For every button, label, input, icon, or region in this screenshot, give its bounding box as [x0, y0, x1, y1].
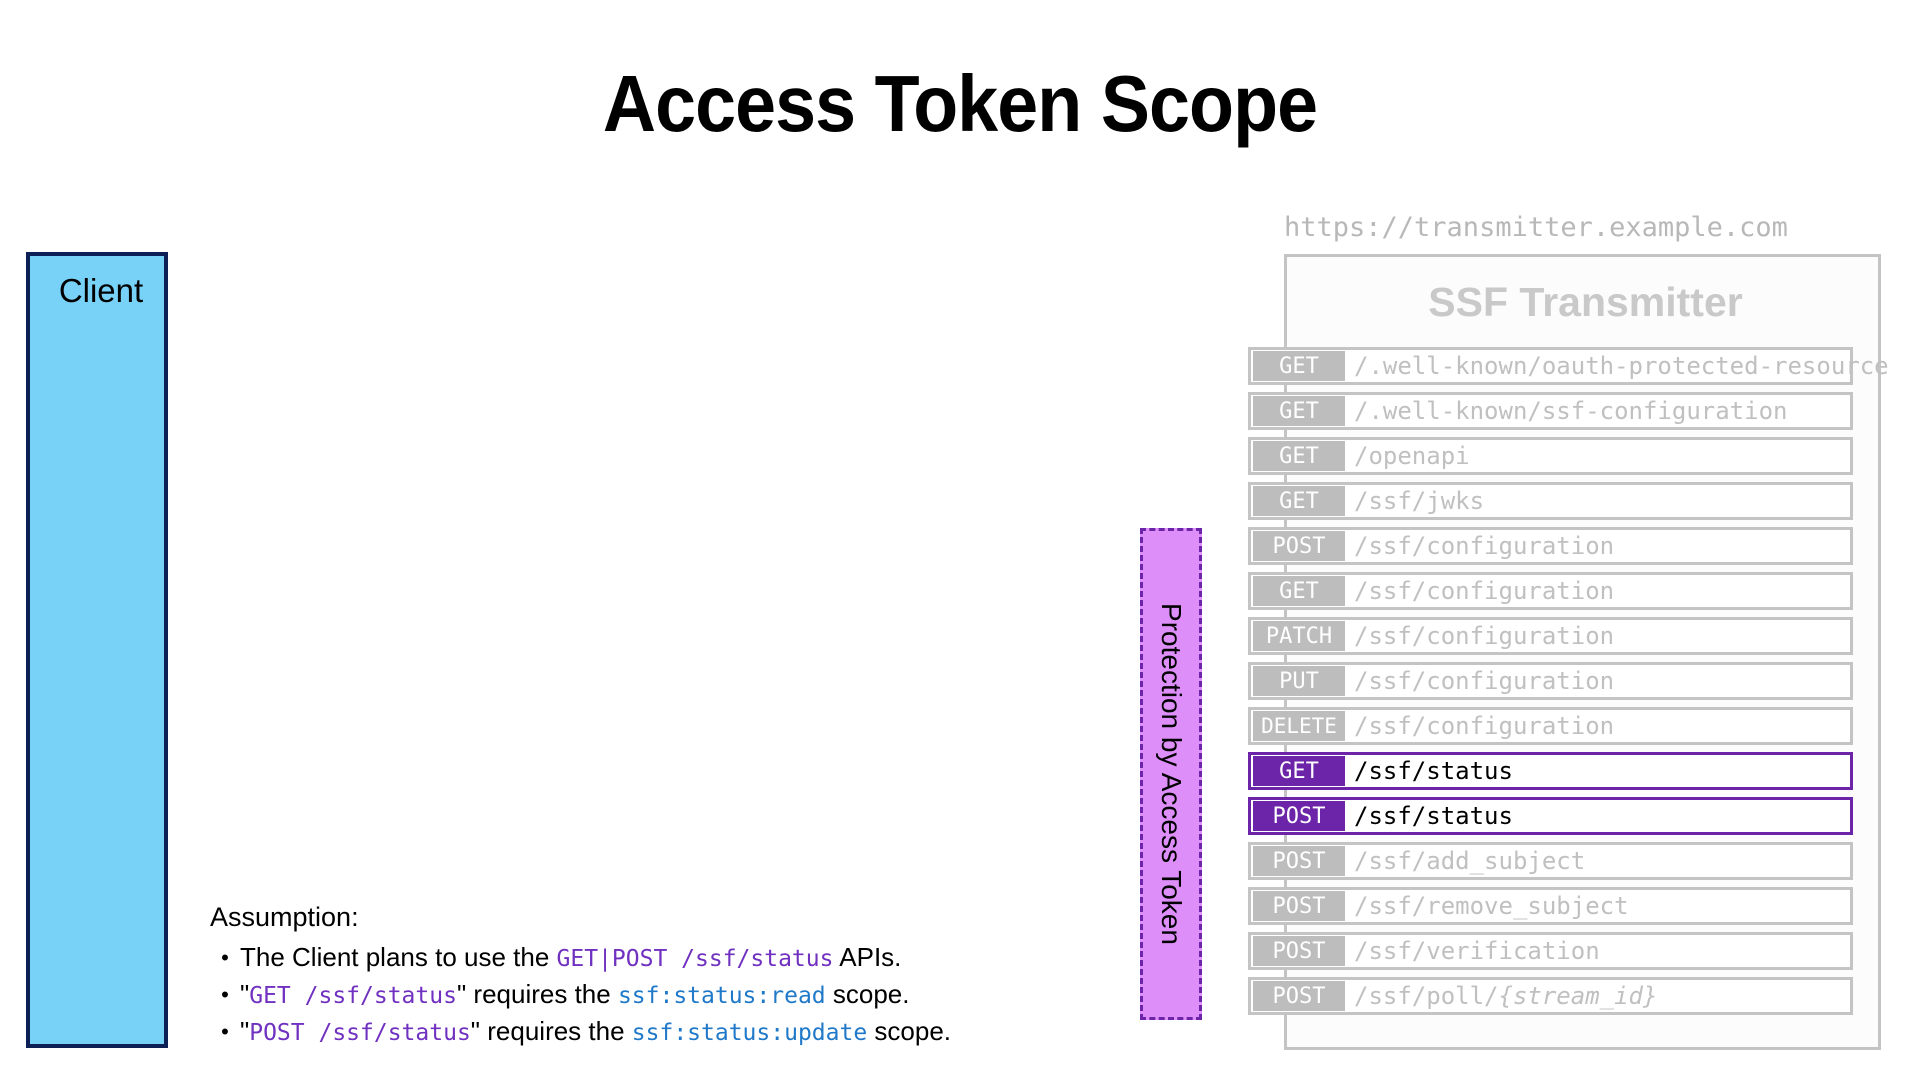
endpoint-path: /openapi: [1354, 442, 1470, 470]
endpoint-path: /ssf/poll/{stream_id}: [1354, 982, 1658, 1010]
assumption-item: • "POST /ssf/status" requires the ssf:sta…: [210, 1014, 1090, 1051]
endpoint-row[interactable]: GET/openapi: [1248, 437, 1853, 475]
endpoint-row[interactable]: PUT/ssf/configuration: [1248, 662, 1853, 700]
endpoint-method-badge: POST: [1253, 801, 1345, 831]
transmitter-title: SSF Transmitter: [1428, 279, 1743, 325]
assumption-text-part: ssf:status:update: [631, 1020, 868, 1046]
transmitter-url-label: https://transmitter.example.com: [1284, 212, 1788, 243]
assumption-text-part: POST /ssf/status: [249, 1020, 471, 1046]
endpoint-path: /ssf/add_subject: [1354, 847, 1586, 875]
assumption-text-part: ": [240, 979, 250, 1009]
endpoint-method-badge: GET: [1253, 486, 1345, 516]
endpoint-row[interactable]: POST/ssf/verification: [1248, 932, 1853, 970]
endpoint-row[interactable]: DELETE/ssf/configuration: [1248, 707, 1853, 745]
endpoint-path: /ssf/configuration: [1354, 622, 1615, 650]
assumption-item-text: The Client plans to use the GET|POST /ss…: [240, 940, 901, 977]
endpoint-method-badge: POST: [1253, 936, 1345, 966]
assumption-text-part: APIs.: [833, 942, 902, 972]
assumption-item: • "GET /ssf/status" requires the ssf:stat…: [210, 977, 1090, 1014]
bullet-icon: •: [221, 982, 229, 1007]
assumption-item-text: "GET /ssf/status" requires the ssf:statu…: [240, 977, 909, 1014]
endpoint-path: /.well-known/ssf-configuration: [1354, 397, 1788, 425]
assumption-item: • The Client plans to use the GET|POST /s…: [210, 940, 1090, 977]
endpoint-list: GET /.well-known/oauth-protected-resource…: [1248, 347, 1889, 1022]
endpoint-method-badge: PUT: [1253, 666, 1345, 696]
endpoint-method-badge: POST: [1253, 531, 1345, 561]
endpoint-path: /ssf/configuration: [1354, 532, 1615, 560]
assumption-text-part: scope.: [825, 979, 910, 1009]
endpoint-path: /ssf/verification: [1354, 937, 1600, 965]
endpoint-method-badge: GET: [1253, 396, 1345, 426]
assumption-list: • The Client plans to use the GET|POST /s…: [210, 940, 1090, 1051]
endpoint-path-parameter: {stream_id}: [1498, 982, 1658, 1010]
assumption-text-part: The Client plans to use the: [240, 942, 557, 972]
assumption-text-part: GET /ssf/status: [249, 983, 457, 1009]
endpoint-path: /ssf/configuration: [1354, 712, 1615, 740]
endpoint-row[interactable]: PATCH/ssf/configuration: [1248, 617, 1853, 655]
assumption-item-text: "POST /ssf/status" requires the ssf:stat…: [240, 1014, 951, 1051]
client-box: Client: [26, 252, 168, 1048]
assumption-block: Assumption: • The Client plans to use the…: [210, 900, 1090, 1051]
endpoint-row[interactable]: POST/ssf/remove_subject: [1248, 887, 1853, 925]
endpoint-row[interactable]: POST/ssf/status: [1248, 797, 1853, 835]
assumption-text-part: scope.: [867, 1016, 952, 1046]
endpoint-path: /.well-known/oauth-protected-resource: [1354, 352, 1889, 380]
client-label: Client: [58, 272, 144, 309]
endpoint-method-badge: DELETE: [1253, 711, 1345, 741]
endpoint-row[interactable]: GET/ssf/jwks: [1248, 482, 1853, 520]
endpoint-path: /ssf/remove_subject: [1354, 892, 1629, 920]
assumption-text-part: " requires the: [456, 979, 618, 1009]
endpoint-row[interactable]: POST/ssf/add_subject: [1248, 842, 1853, 880]
endpoint-method-badge: POST: [1253, 891, 1345, 921]
assumption-heading: Assumption:: [210, 902, 359, 932]
endpoint-path: /ssf/status: [1354, 757, 1513, 785]
endpoint-method-badge: GET: [1253, 351, 1345, 381]
page-title: Access Token Scope: [602, 59, 1318, 148]
assumption-text-part: ssf:status:read: [617, 983, 826, 1009]
assumption-text-part: " requires the: [470, 1016, 632, 1046]
endpoint-row[interactable]: POST/ssf/poll/{stream_id}: [1248, 977, 1853, 1015]
protection-by-access-token-bar: Protection by Access Token: [1140, 528, 1202, 1020]
endpoint-row[interactable]: GET /.well-known/ssf-configuration: [1248, 392, 1853, 430]
endpoint-row[interactable]: POST/ssf/configuration: [1248, 527, 1853, 565]
endpoint-method-badge: POST: [1253, 846, 1345, 876]
endpoint-row[interactable]: GET/ssf/status: [1248, 752, 1853, 790]
endpoint-row[interactable]: GET/ssf/configuration: [1248, 572, 1853, 610]
bullet-icon: •: [221, 945, 229, 970]
endpoint-method-badge: GET: [1253, 441, 1345, 471]
endpoint-path: /ssf/configuration: [1354, 667, 1615, 695]
endpoint-method-badge: POST: [1253, 981, 1345, 1011]
endpoint-path: /ssf/status: [1354, 802, 1513, 830]
assumption-text-part: GET|POST /ssf/status: [556, 946, 834, 972]
endpoint-row[interactable]: GET /.well-known/oauth-protected-resource: [1248, 347, 1889, 385]
endpoint-method-badge: GET: [1253, 756, 1345, 786]
assumption-text-part: ": [240, 1016, 250, 1046]
endpoint-path: /ssf/jwks: [1354, 487, 1485, 515]
endpoint-method-badge: GET: [1253, 576, 1345, 606]
endpoint-method-badge: PATCH: [1253, 621, 1345, 651]
endpoint-path: /ssf/configuration: [1354, 577, 1615, 605]
protection-label: Protection by Access Token: [1156, 603, 1187, 945]
bullet-icon: •: [221, 1019, 229, 1044]
